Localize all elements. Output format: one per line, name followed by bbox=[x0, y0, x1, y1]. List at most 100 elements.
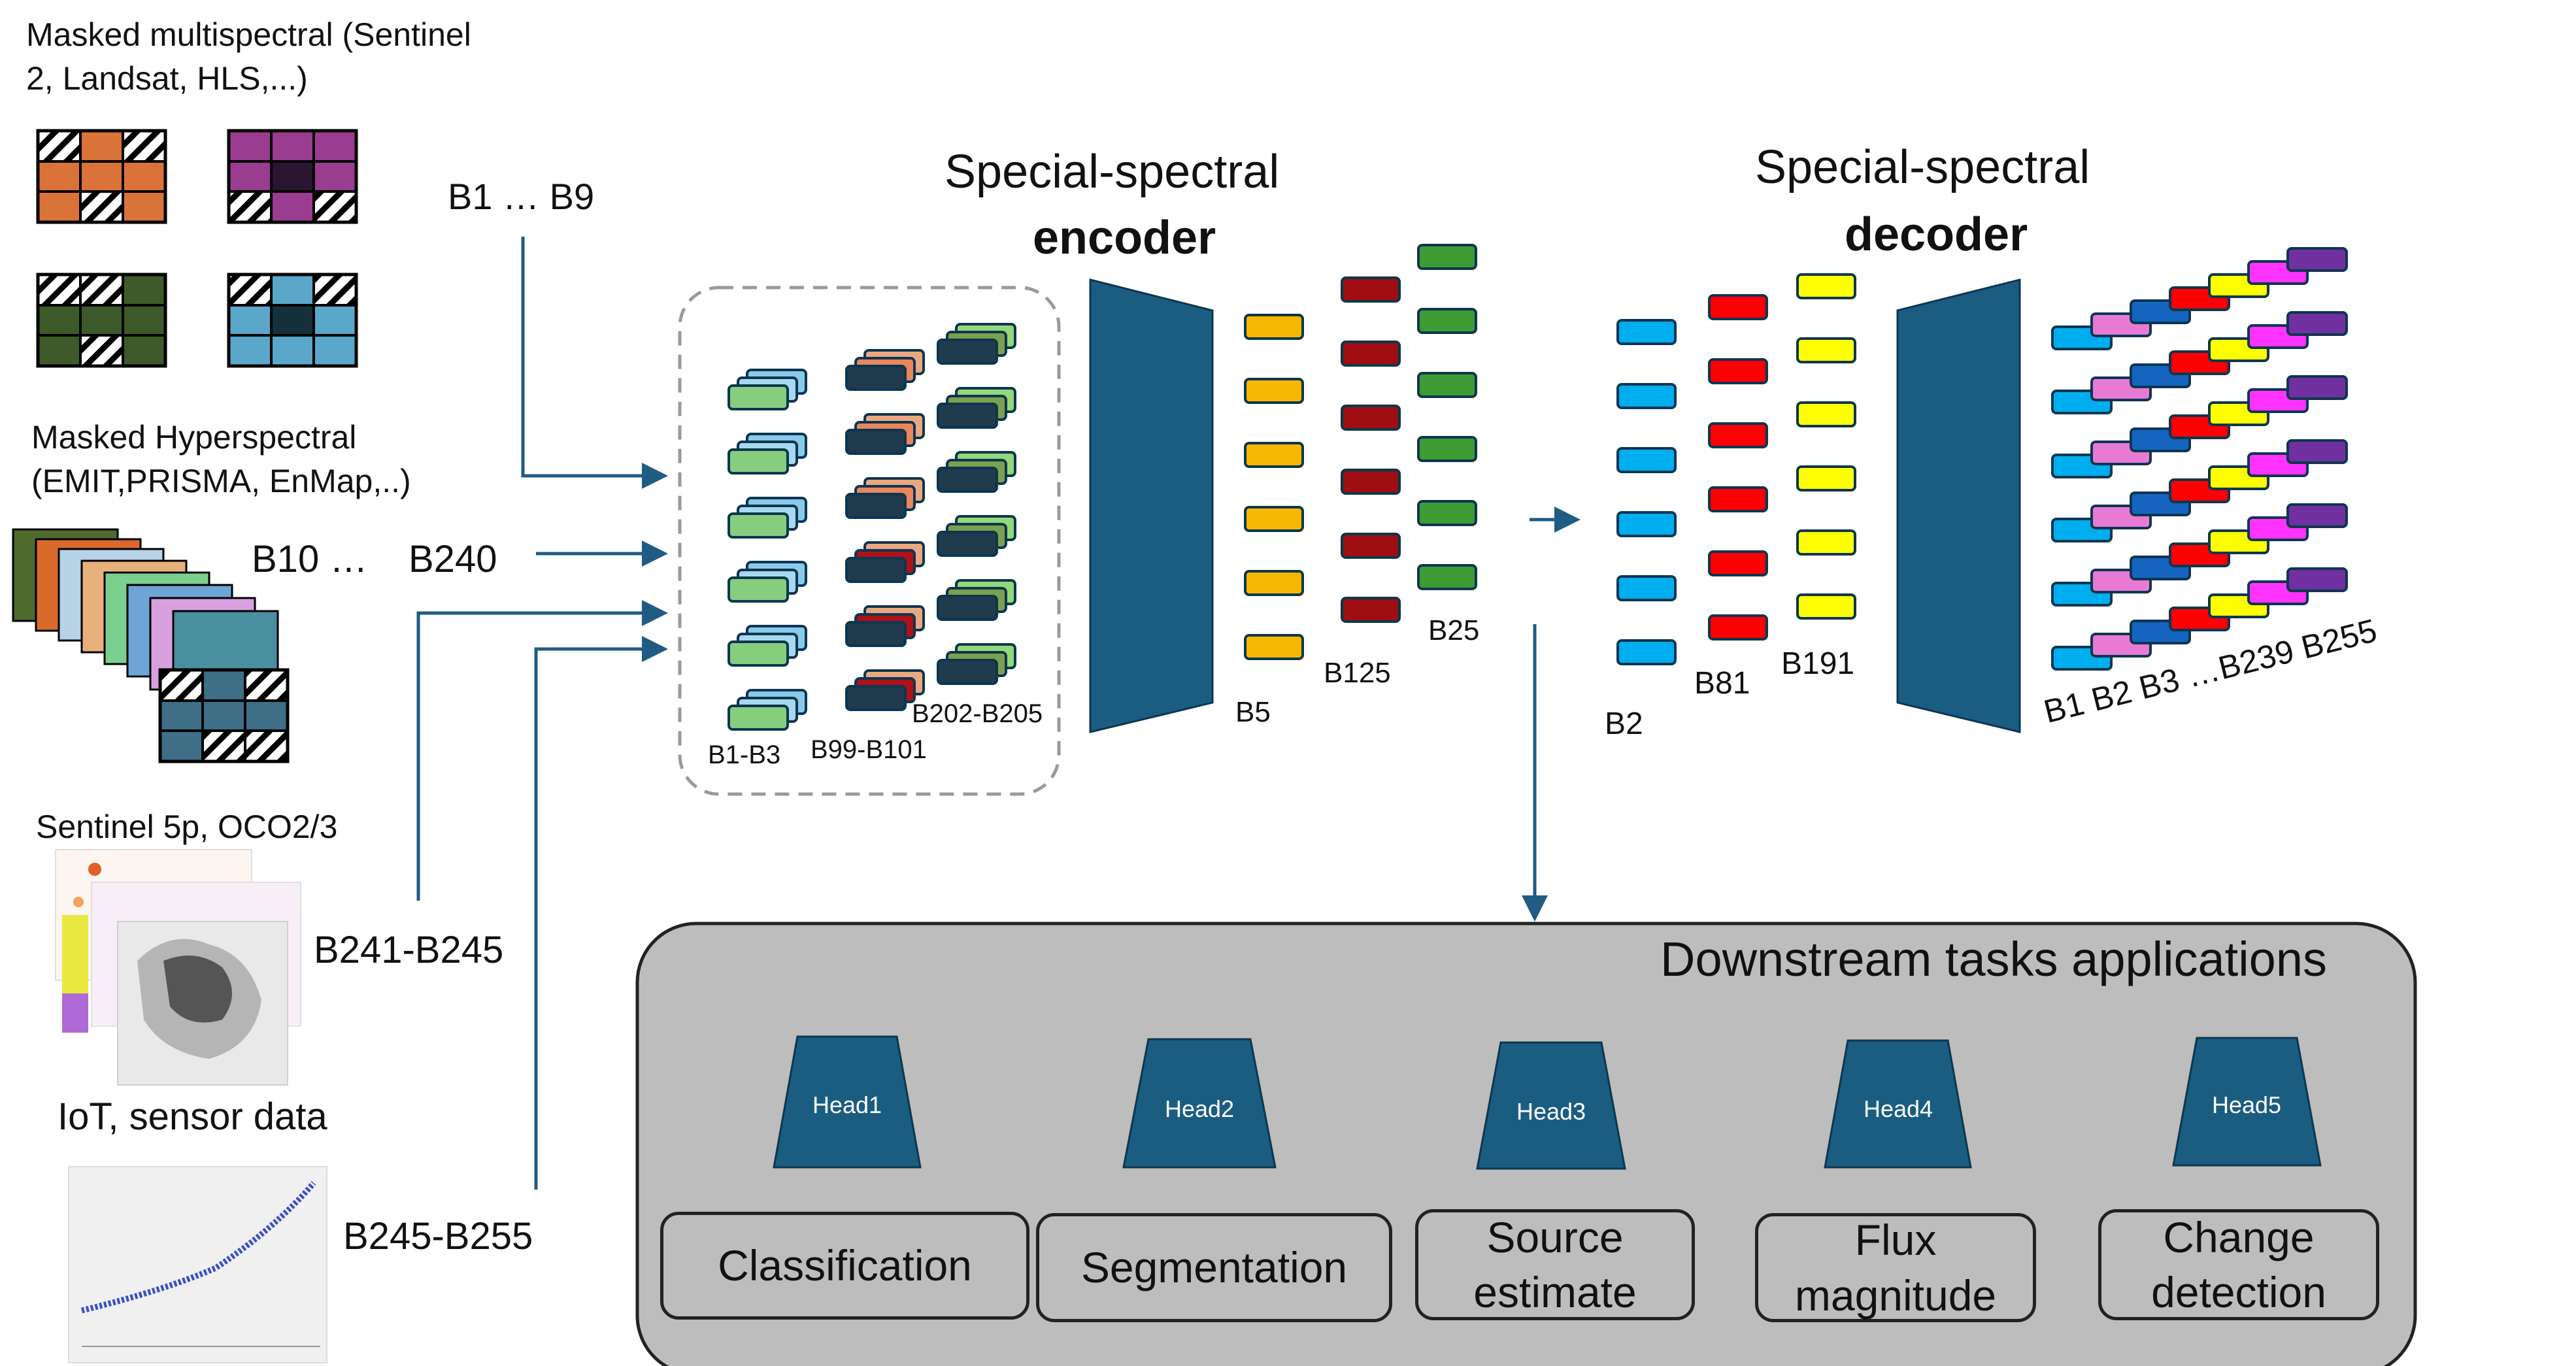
input-group-label-1: B1-B3 bbox=[708, 741, 781, 769]
decoder-token bbox=[1796, 465, 1856, 491]
head-label-4: Head4 bbox=[1863, 1095, 1933, 1122]
output-token bbox=[2286, 439, 2348, 464]
iot-label: IoT, sensor data bbox=[58, 1095, 327, 1138]
encoder-trapezoid bbox=[1089, 278, 1214, 733]
encoder-token bbox=[1244, 634, 1304, 660]
decoder-token bbox=[1708, 422, 1768, 448]
input-token bbox=[937, 467, 998, 493]
head-label-2: Head2 bbox=[1164, 1095, 1235, 1122]
input-token bbox=[845, 621, 907, 647]
decoder-token bbox=[1796, 337, 1856, 363]
input-token bbox=[728, 448, 789, 475]
decoder-token bbox=[1796, 273, 1856, 299]
decoder-token bbox=[1616, 639, 1677, 665]
multispectral-bands-label: B1 … B9 bbox=[448, 176, 595, 217]
decoder-token-label-2: B81 bbox=[1694, 666, 1750, 701]
decoder-token bbox=[1708, 614, 1768, 641]
encoder-token bbox=[1244, 378, 1304, 404]
encoder-token bbox=[1417, 436, 1477, 462]
encoder-token-label-1: B5 bbox=[1235, 696, 1271, 728]
output-token bbox=[2286, 375, 2348, 400]
decoder-token bbox=[1708, 550, 1768, 576]
input-token bbox=[937, 339, 998, 365]
task-flux-magnitude: Flux magnitude bbox=[1755, 1213, 2036, 1322]
decoder-token bbox=[1616, 319, 1677, 345]
input-group-label-3: B202-B205 bbox=[912, 699, 1043, 728]
encoder-token bbox=[1341, 469, 1401, 495]
iot-bands-label: B245-B255 bbox=[343, 1215, 533, 1258]
head-label-5: Head5 bbox=[2211, 1091, 2282, 1118]
encoder-token bbox=[1417, 308, 1477, 334]
encoder-token-label-3: B25 bbox=[1428, 614, 1480, 646]
multispectral-label: Masked multispectral (Sentinel 2, Landsa… bbox=[26, 16, 471, 97]
decoder-token bbox=[1616, 447, 1677, 473]
decoder-token-label-3: B191 bbox=[1781, 646, 1855, 681]
decoder-token bbox=[1616, 383, 1677, 409]
iot-chart bbox=[68, 1166, 327, 1363]
output-token bbox=[2286, 247, 2348, 272]
decoder-token bbox=[1796, 401, 1856, 427]
encoder-token bbox=[1417, 372, 1477, 398]
encoder-token bbox=[1417, 500, 1477, 526]
encoder-token bbox=[1417, 564, 1477, 590]
encoder-token bbox=[1244, 314, 1304, 340]
hyperspectral-label: Masked Hyperspectral (EMIT,PRISMA, EnMap… bbox=[31, 419, 411, 499]
input-token bbox=[845, 685, 907, 711]
decoder-tokens bbox=[1616, 273, 1856, 665]
decoder-token bbox=[1708, 486, 1768, 512]
input-token bbox=[937, 403, 998, 429]
input-token bbox=[937, 659, 998, 685]
encoder-token bbox=[1341, 533, 1401, 559]
decoder-trapezoid bbox=[1896, 278, 2021, 733]
output-token bbox=[2286, 503, 2348, 528]
encoder-tokens bbox=[1244, 244, 1477, 660]
input-token bbox=[937, 531, 998, 557]
decoder-token-label-1: B2 bbox=[1605, 707, 1643, 741]
encoder-token bbox=[1244, 442, 1304, 468]
decoder-token bbox=[1616, 511, 1677, 537]
decoder-token bbox=[1796, 529, 1856, 556]
input-tokens bbox=[728, 323, 1016, 731]
input-token-group bbox=[678, 286, 1061, 796]
input-token bbox=[728, 576, 789, 603]
hyperspectral-bands-end: B240 bbox=[409, 538, 497, 580]
encoder-token bbox=[1417, 244, 1477, 270]
output-tokens bbox=[2051, 247, 2348, 671]
downstream-title: Downstream tasks applications bbox=[1660, 932, 2327, 986]
input-token bbox=[728, 641, 789, 667]
decoder-title: Special-spectral bbox=[1755, 141, 2090, 193]
input-token bbox=[728, 512, 789, 539]
task-change-detection: Change detection bbox=[2098, 1209, 2379, 1320]
head-label-3: Head3 bbox=[1516, 1098, 1586, 1125]
sentinel5p-maps bbox=[55, 849, 301, 1086]
output-token bbox=[2286, 311, 2348, 336]
sentinel5p-label: Sentinel 5p, OCO2/3 bbox=[36, 808, 338, 845]
encoder-title-bold: encoder bbox=[1033, 212, 1216, 264]
multispectral-thumbnails bbox=[36, 129, 358, 368]
decoder-token bbox=[1616, 575, 1677, 601]
input-arrows bbox=[416, 237, 1581, 1190]
input-token bbox=[728, 705, 789, 731]
encoder-token bbox=[1244, 570, 1304, 596]
encoder-token bbox=[1341, 341, 1401, 367]
input-group-label-2: B99-B101 bbox=[811, 735, 927, 764]
input-token bbox=[845, 429, 907, 455]
encoder-token bbox=[1341, 276, 1401, 303]
encoder-token bbox=[1341, 405, 1401, 431]
encoder-token-label-2: B125 bbox=[1324, 657, 1391, 689]
hyperspectral-bands-start: B10 … bbox=[252, 538, 368, 580]
input-token bbox=[937, 595, 998, 621]
decoder-title-bold: decoder bbox=[1845, 208, 2028, 261]
sentinel5p-bands-label: B241-B245 bbox=[314, 929, 504, 971]
output-token bbox=[2286, 567, 2348, 592]
encoder-token bbox=[1244, 506, 1304, 532]
head-trapezoids bbox=[773, 1035, 2322, 1170]
task-classification: Classification bbox=[660, 1212, 1029, 1320]
decoder-token bbox=[1796, 593, 1856, 620]
head-label-1: Head1 bbox=[812, 1091, 882, 1118]
input-token bbox=[845, 365, 907, 391]
task-segmentation: Segmentation bbox=[1036, 1213, 1392, 1322]
input-token bbox=[845, 493, 907, 519]
decoder-token bbox=[1708, 294, 1768, 320]
input-token bbox=[845, 557, 907, 583]
